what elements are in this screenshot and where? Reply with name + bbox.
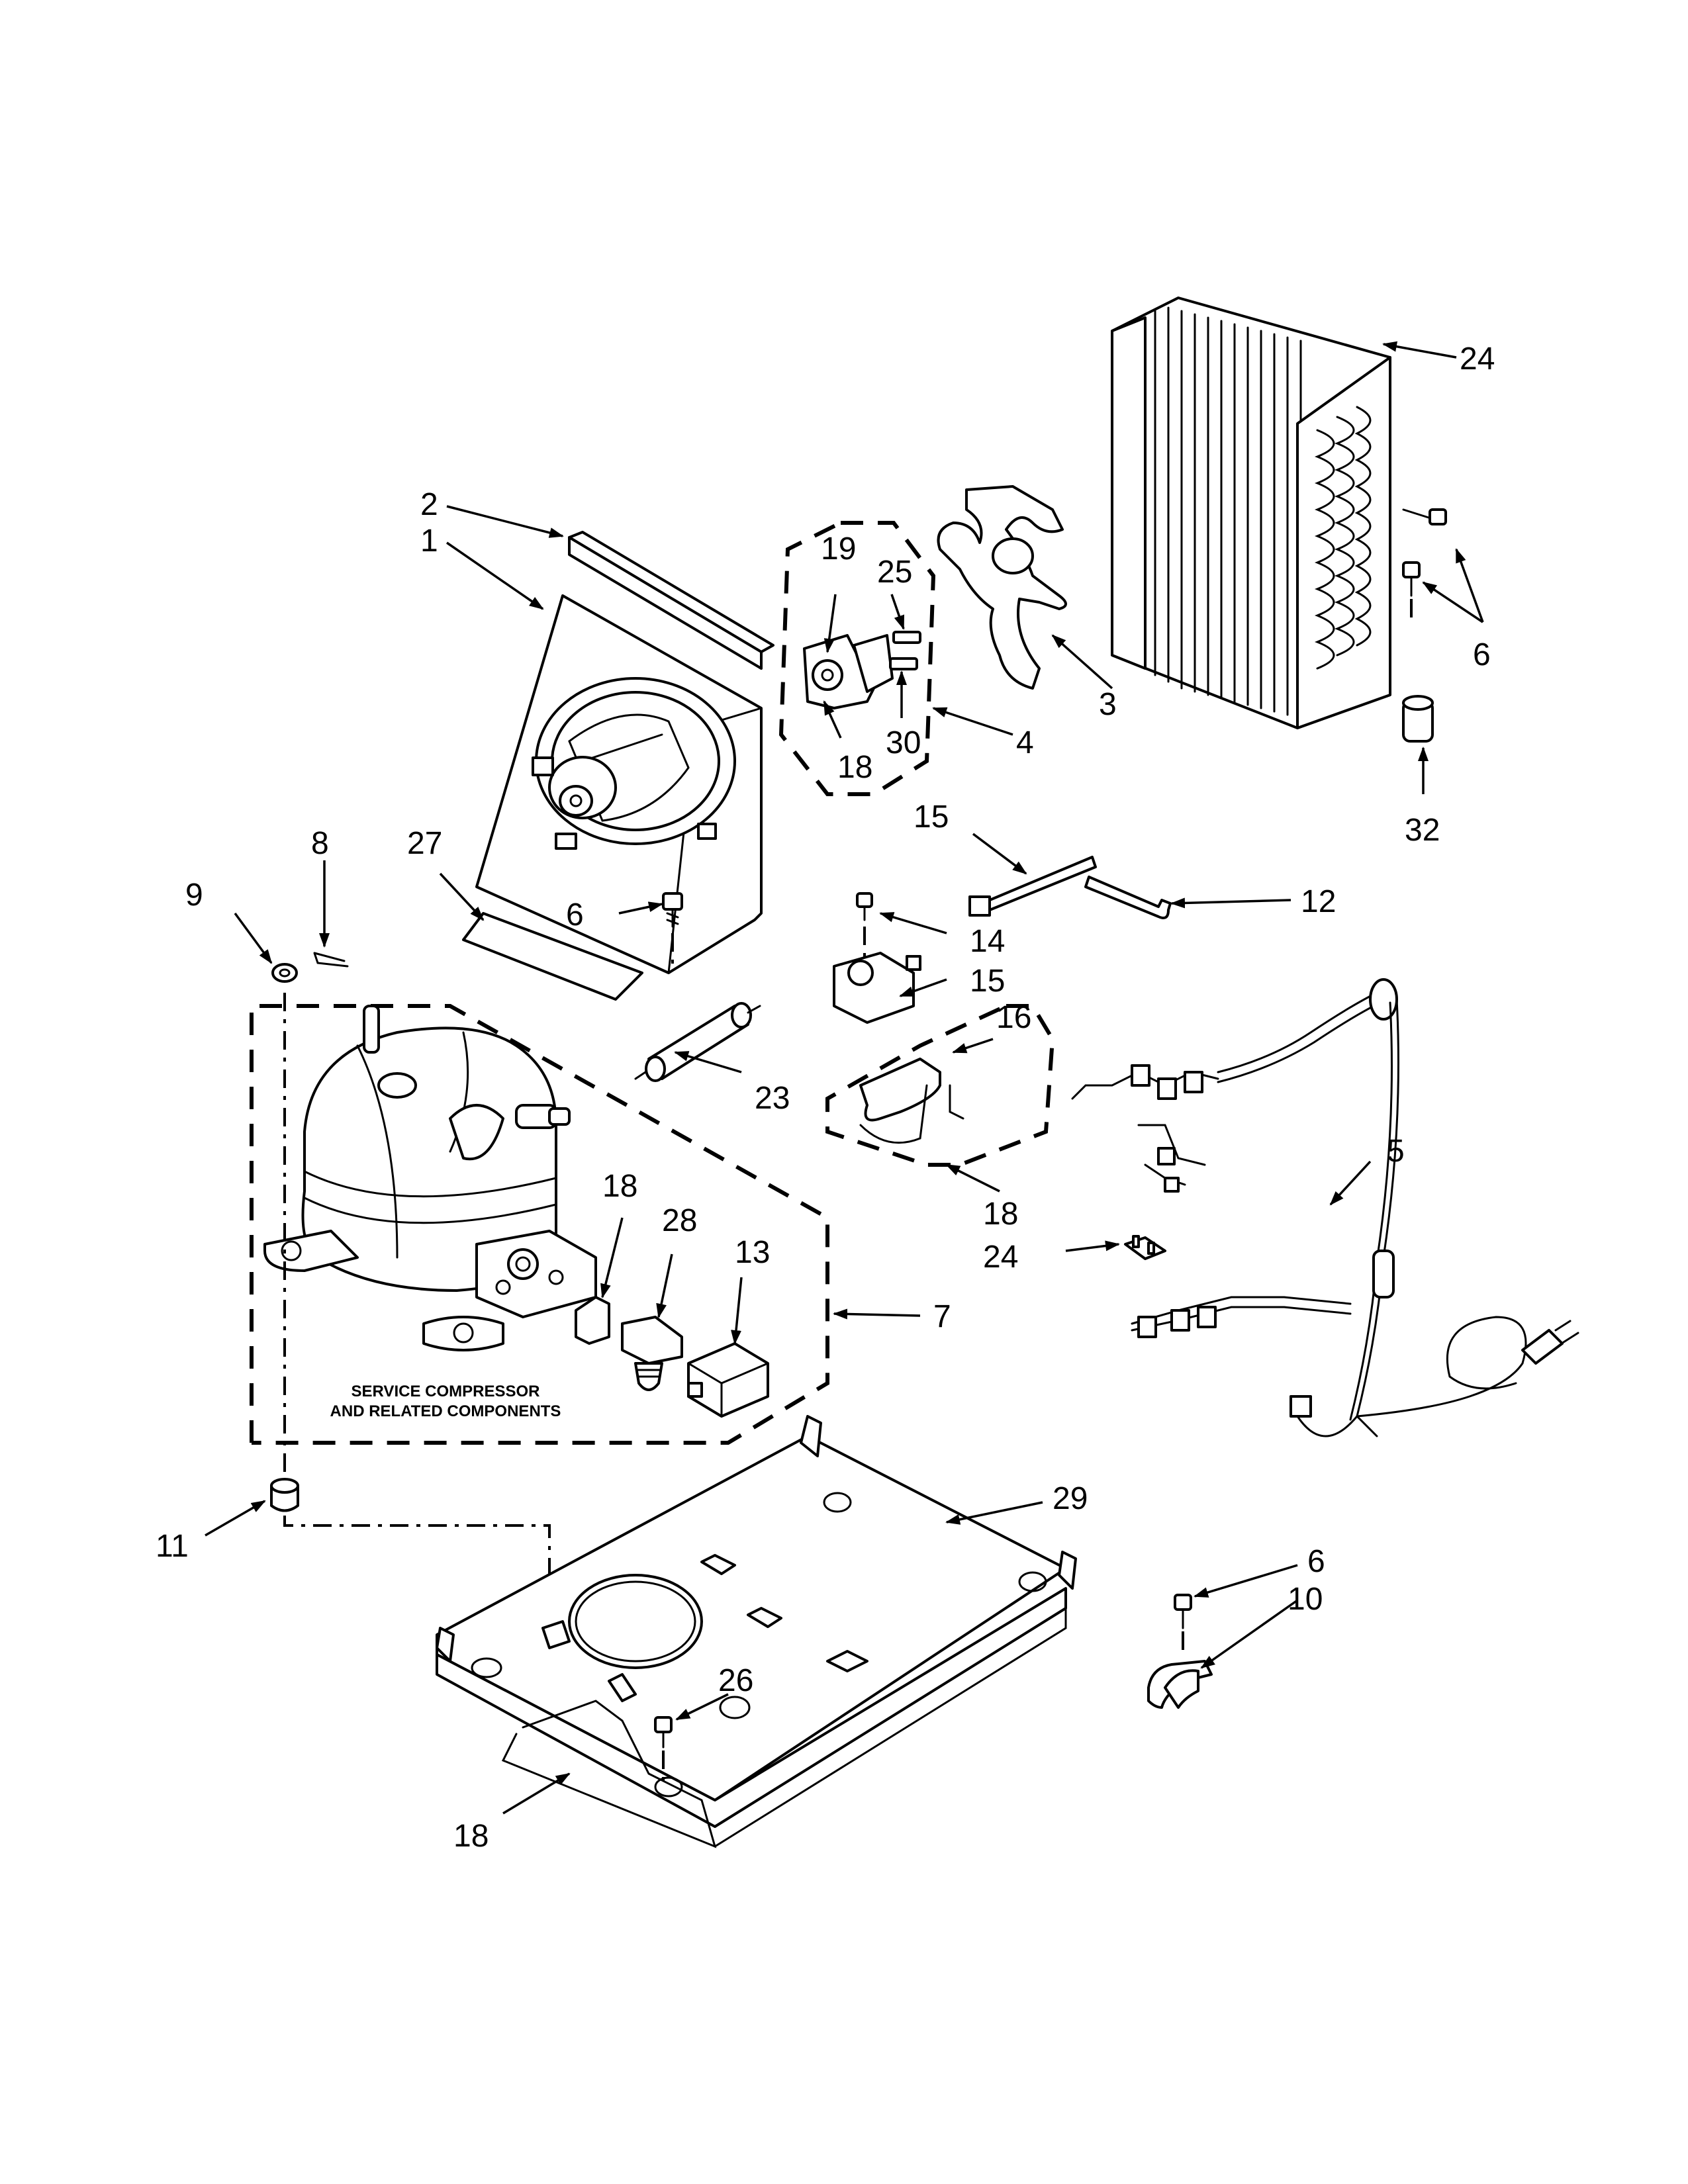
callout-20: 18: [983, 1197, 1018, 1232]
callout-10: 10: [1288, 1582, 1323, 1617]
screw: [654, 1716, 673, 1787]
grommet: [271, 963, 298, 983]
callout-1: 1: [420, 523, 438, 559]
callout-9: 9: [185, 878, 203, 913]
clip: [1124, 1235, 1166, 1260]
screw: [1402, 508, 1447, 525]
callout-12: 12: [1301, 884, 1336, 919]
screw: [856, 892, 873, 960]
bushing: [1402, 695, 1434, 743]
gasket-strip: [568, 531, 774, 670]
condenser: [1111, 296, 1391, 729]
screw: [1402, 561, 1421, 622]
callout-6: 6: [1473, 637, 1491, 672]
callout-14: 14: [970, 924, 1005, 959]
callout-19: 15: [914, 799, 949, 835]
callout-24: 24: [1460, 341, 1495, 377]
callout-18: 18: [453, 1819, 489, 1854]
fan-motor-group: [778, 521, 936, 796]
callout-7: 7: [933, 1299, 951, 1334]
screw: [1174, 1594, 1192, 1658]
callout-27: 27: [407, 826, 442, 861]
leader-lines: [205, 341, 1484, 1815]
cable-tie: [968, 856, 1097, 917]
solenoid: [833, 952, 921, 1024]
heater-group: [825, 1004, 1055, 1167]
note-line-2: AND RELATED COMPONENTS: [330, 1402, 561, 1420]
wire-harness: [1071, 978, 1579, 1437]
callout-28: 28: [662, 1203, 697, 1238]
callout-31: 30: [886, 725, 921, 760]
callout-22: 19: [821, 531, 856, 567]
callout-3: 3: [1099, 687, 1117, 722]
callout-23: 23: [755, 1081, 790, 1116]
callout-21: 18: [837, 750, 872, 785]
base-plate: [436, 1415, 1077, 1828]
callout-13: 13: [735, 1235, 770, 1270]
callout-32: 32: [1405, 813, 1440, 848]
callout-4: 4: [1016, 725, 1034, 760]
callout-5: 5: [1387, 1134, 1405, 1169]
callout-6b: 6: [566, 897, 584, 933]
callout-6c: 6: [1307, 1544, 1325, 1579]
grommet: [270, 1478, 299, 1512]
callout-8: 8: [311, 826, 329, 861]
callout-15: 15: [970, 964, 1005, 999]
callout-26: 26: [718, 1663, 753, 1698]
callout-16: 16: [996, 1000, 1031, 1035]
fan-shroud: [475, 594, 763, 974]
callout-11: 11: [156, 1529, 189, 1564]
callout-labels: 2 1 19 25 3 4 30 18 24 6 32 15 12 14 15 …: [156, 341, 1495, 1854]
screw: [662, 892, 683, 966]
compressor-group: [250, 1004, 829, 1445]
tube: [1084, 876, 1172, 919]
insulation-pad: [501, 1607, 1067, 1848]
callout-2: 2: [420, 487, 438, 522]
note-line-1: SERVICE COMPRESSOR: [352, 1383, 540, 1400]
drier: [634, 1002, 761, 1082]
callout-17: 18: [602, 1169, 637, 1204]
spring-clip: [313, 952, 349, 968]
callout-30: 29: [1053, 1481, 1088, 1516]
callout-29: 25: [877, 555, 912, 590]
fan-blade: [937, 485, 1067, 690]
callout-25: 24: [983, 1240, 1018, 1275]
clamp: [1147, 1660, 1213, 1709]
